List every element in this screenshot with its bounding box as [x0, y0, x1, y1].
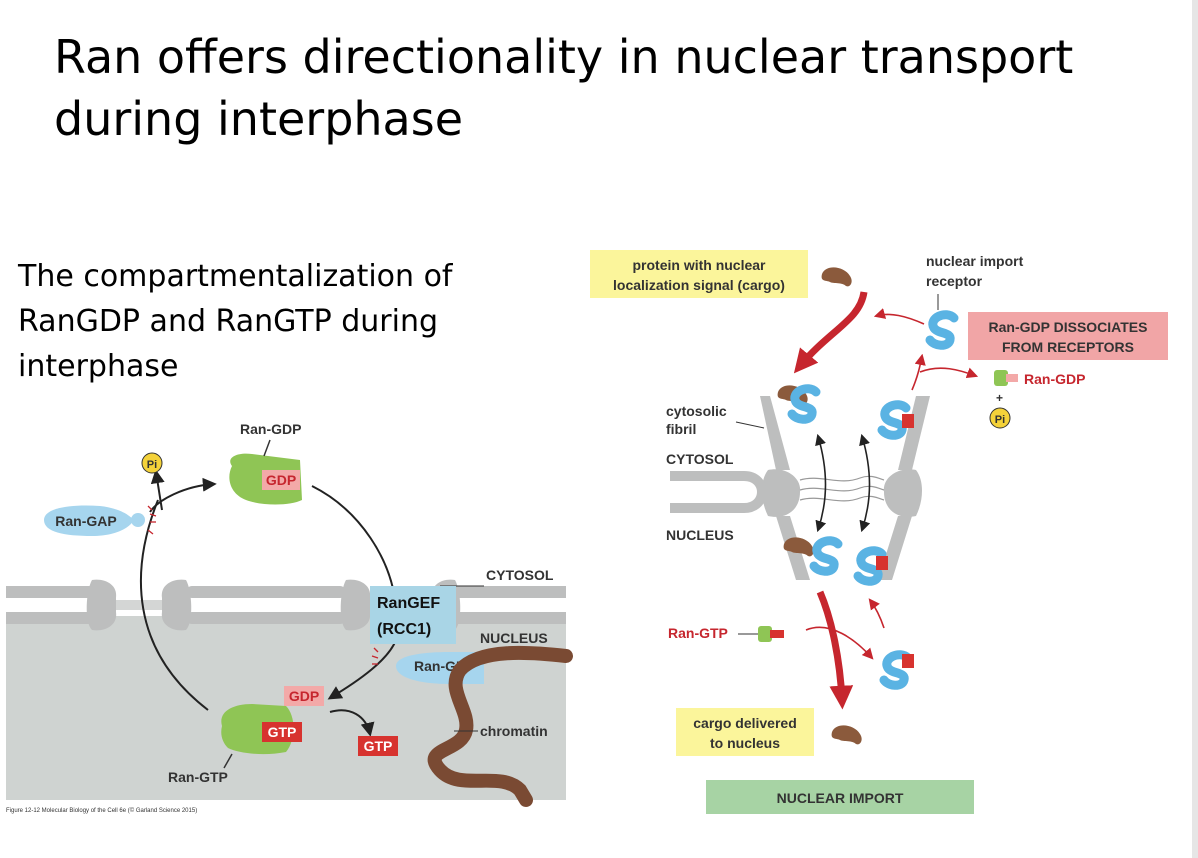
fibril-label: cytosolic: [666, 403, 727, 419]
ran-gdp-protein: GDP: [229, 453, 302, 505]
pi-release-arrow: [150, 469, 165, 511]
nucleus-label-left: NUCLEUS: [480, 630, 548, 646]
ran-gtp-label-right: Ran-GTP: [668, 625, 728, 641]
ran-gtp-small: [758, 626, 784, 642]
chromatin-strand: [427, 645, 573, 807]
ran-gtp-label: Ran-GTP: [168, 769, 228, 785]
gtp-exchange-arrow: [329, 709, 375, 737]
cargo-label-box: protein with nuclear localization signal…: [590, 250, 808, 298]
slide-edge: [1192, 0, 1198, 858]
gdp-released: GDP: [284, 686, 324, 706]
nuclear-import-banner: NUCLEAR IMPORT: [706, 780, 974, 814]
nuclear-envelope: [6, 586, 566, 624]
nuclear-pore: [86, 579, 192, 631]
right-diagram: protein with nuclear localization signal…: [590, 250, 1168, 814]
svg-text:protein with nuclear: protein with nuclear: [632, 257, 766, 273]
ran-gtp-protein: GTP: [221, 704, 302, 755]
chromatin-label: chromatin: [480, 723, 548, 739]
cargo-binding-arrow: [793, 291, 868, 374]
phosphate-pi-right: Pi: [989, 407, 1011, 429]
svg-text:GDP: GDP: [289, 688, 319, 704]
svg-text:+: +: [996, 391, 1003, 405]
gdp-tag: GDP: [266, 472, 296, 488]
cytosol-label-right: CYTOSOL: [666, 451, 734, 467]
slide-title: Ran offers directionality in nuclear tra…: [54, 30, 1074, 146]
receptor-return-arrow: [868, 598, 885, 629]
gtp-free: GTP: [358, 736, 398, 756]
cargo-protein: [821, 267, 852, 287]
svg-text:receptor: receptor: [926, 273, 983, 289]
rangtp-binding-arrow: [805, 626, 874, 660]
ran-gdp-release-arrow: [919, 367, 979, 379]
nucleus-label-right: NUCLEUS: [666, 527, 734, 543]
receptor-recycle-arrow: [873, 308, 925, 325]
svg-text:FROM RECEPTORS: FROM RECEPTORS: [1002, 339, 1134, 355]
receptor-free: [930, 315, 954, 346]
import-arrow: [816, 590, 854, 710]
cytosol-label-left: CYTOSOL: [486, 567, 554, 583]
receptor-cargo-bottom: [814, 541, 838, 572]
gdp-release-arrow: [327, 639, 397, 700]
cargo-delivered: [831, 725, 862, 745]
svg-text:localization signal (cargo): localization signal (cargo): [613, 277, 785, 293]
diffusion-arrow-right: [859, 433, 871, 533]
svg-text:Ran-GAP: Ran-GAP: [55, 513, 116, 529]
receptor-exit-arrow: [911, 353, 926, 391]
svg-text:GTP: GTP: [364, 738, 393, 754]
delivered-label-box: cargo delivered to nucleus: [676, 708, 814, 756]
svg-text:to nucleus: to nucleus: [710, 735, 780, 751]
svg-text:Ran-GDP DISSOCIATES: Ran-GDP DISSOCIATES: [989, 319, 1148, 335]
slide-subtitle: The compartmentalization of RanGDP and R…: [18, 259, 453, 384]
nuclear-envelope-right: [670, 471, 767, 513]
svg-text:Pi: Pi: [147, 459, 157, 471]
cycle-arrow-top: [149, 477, 217, 513]
svg-text:RanGEF: RanGEF: [377, 595, 440, 612]
cycle-arrow-left: [139, 499, 209, 711]
svg-text:fibril: fibril: [666, 421, 696, 437]
ran-gdp-small: [994, 370, 1018, 386]
dissociates-box: Ran-GDP DISSOCIATES FROM RECEPTORS: [968, 312, 1168, 360]
svg-text:NUCLEAR IMPORT: NUCLEAR IMPORT: [777, 790, 904, 806]
receptor-label: nuclear import: [926, 253, 1024, 269]
diffusion-arrow-left: [815, 433, 827, 533]
phosphate-pi: Pi: [141, 452, 163, 474]
figure-credit: Figure 12-12 Molecular Biology of the Ce…: [6, 807, 197, 814]
pore-fibrils: [799, 475, 885, 502]
svg-text:(RCC1): (RCC1): [377, 621, 431, 638]
ran-gtp-marker: [902, 414, 914, 428]
ran-gdp-label: Ran-GDP: [240, 421, 301, 437]
left-diagram: GDP Ran-GDP Pi Ran-GAP CYTOSOL NUCLEUS: [6, 421, 573, 814]
receptor-cargo-top: [792, 389, 816, 420]
rangef-box: RanGEF (RCC1): [370, 586, 456, 644]
nuclear-pore-right: [760, 396, 930, 580]
svg-text:cargo delivered: cargo delivered: [693, 715, 797, 731]
ran-gap-protein: Ran-GAP: [44, 505, 157, 536]
svg-text:GTP: GTP: [268, 724, 297, 740]
ran-gdp-label-right: Ran-GDP: [1024, 371, 1085, 387]
svg-text:Pi: Pi: [995, 414, 1005, 426]
